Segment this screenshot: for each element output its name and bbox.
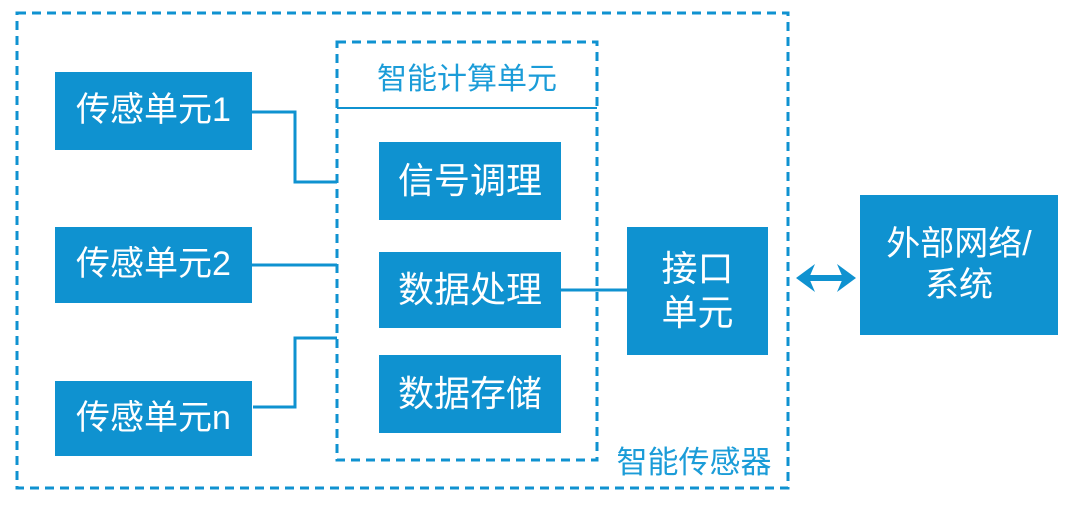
connector-sensorn-compute (253, 336, 337, 409)
interface-unit-node: 接口 单元 (627, 227, 768, 355)
data-storage-node: 数据存储 (379, 355, 561, 433)
connector-sensor1-compute (252, 110, 337, 184)
sensor-unit-2-node: 传感单元2 (55, 227, 252, 303)
smart-sensor-boundary (15, 11, 790, 490)
signal-conditioning-node: 信号调理 (379, 142, 561, 220)
data-processing-node: 数据处理 (379, 252, 561, 328)
sensor-unit-n-node: 传感单元n (55, 381, 252, 456)
compute-group-title: 智能计算单元 (377, 63, 557, 96)
compute-unit-boundary (335, 40, 599, 462)
sensor-unit-1-node: 传感单元1 (55, 72, 252, 150)
smart-sensor-group-title: 智能传感器 (616, 445, 772, 480)
bidirectional-arrow-icon (796, 264, 856, 292)
external-network-node: 外部网络/ 系统 (860, 195, 1058, 335)
